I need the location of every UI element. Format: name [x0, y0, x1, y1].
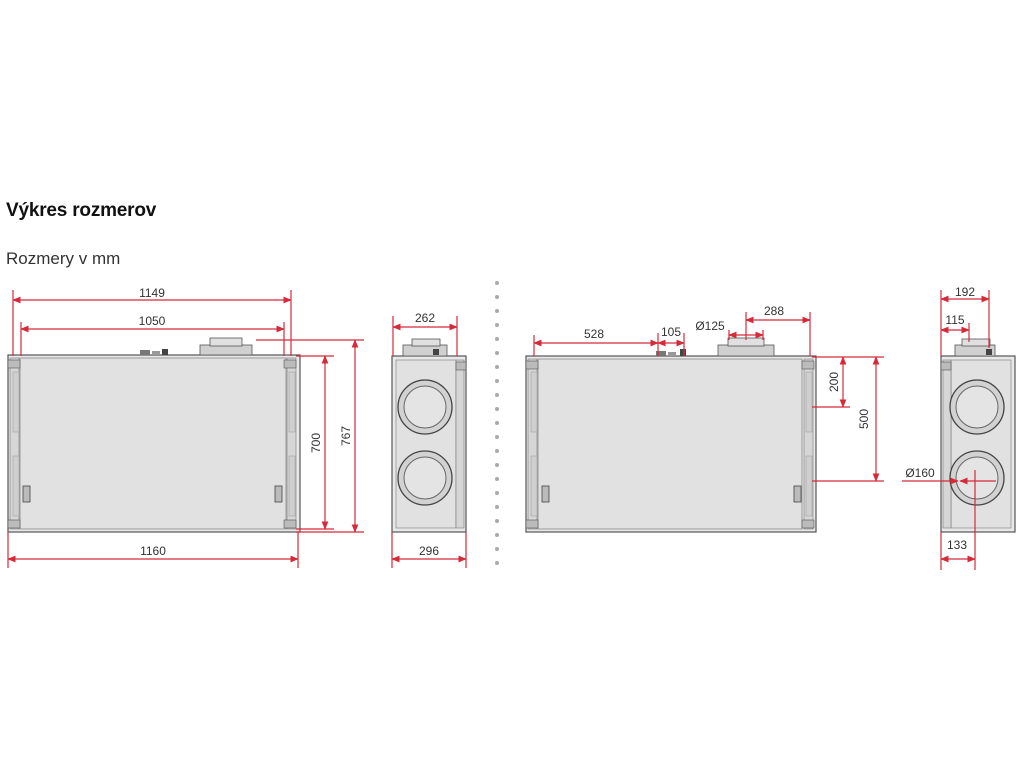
dim-105: 105 [661, 325, 681, 339]
dim-296: 296 [419, 544, 439, 558]
side-right-labels: 192 115 Ø160 133 [905, 285, 975, 552]
front-view-left [7, 337, 301, 533]
page-subtitle: Rozmery v mm [6, 249, 121, 268]
side-right-dimensions [902, 290, 996, 570]
dim-1160: 1160 [140, 544, 166, 558]
side-view-left [391, 338, 467, 533]
dim-500: 500 [857, 409, 871, 429]
dim-528: 528 [584, 327, 604, 341]
dim-115: 115 [945, 313, 964, 327]
dim-192: 192 [955, 285, 975, 299]
side-view-right [940, 338, 1016, 533]
front-right-labels: 528 105 Ø125 288 200 500 [584, 304, 871, 429]
front-view-right [525, 337, 817, 533]
side-left-labels: 262 296 [415, 311, 439, 558]
dim-288: 288 [764, 304, 784, 318]
dim-133: 133 [947, 538, 967, 552]
view-separator [495, 281, 499, 565]
dim-1050: 1050 [139, 314, 166, 328]
front-right-dimensions [533, 312, 884, 482]
page-title: Výkres rozmerov [6, 200, 157, 221]
front-left-labels: 1149 1050 1160 700 767 [139, 286, 353, 558]
dim-767: 767 [339, 426, 353, 446]
dim-700: 700 [309, 433, 323, 453]
dim-d160: Ø160 [905, 466, 935, 480]
side-left-dimensions [391, 316, 467, 568]
dim-d125: Ø125 [695, 319, 725, 333]
dim-200: 200 [827, 372, 841, 392]
dim-262: 262 [415, 311, 435, 325]
front-left-dimensions [7, 290, 364, 568]
dim-1149: 1149 [139, 286, 165, 300]
